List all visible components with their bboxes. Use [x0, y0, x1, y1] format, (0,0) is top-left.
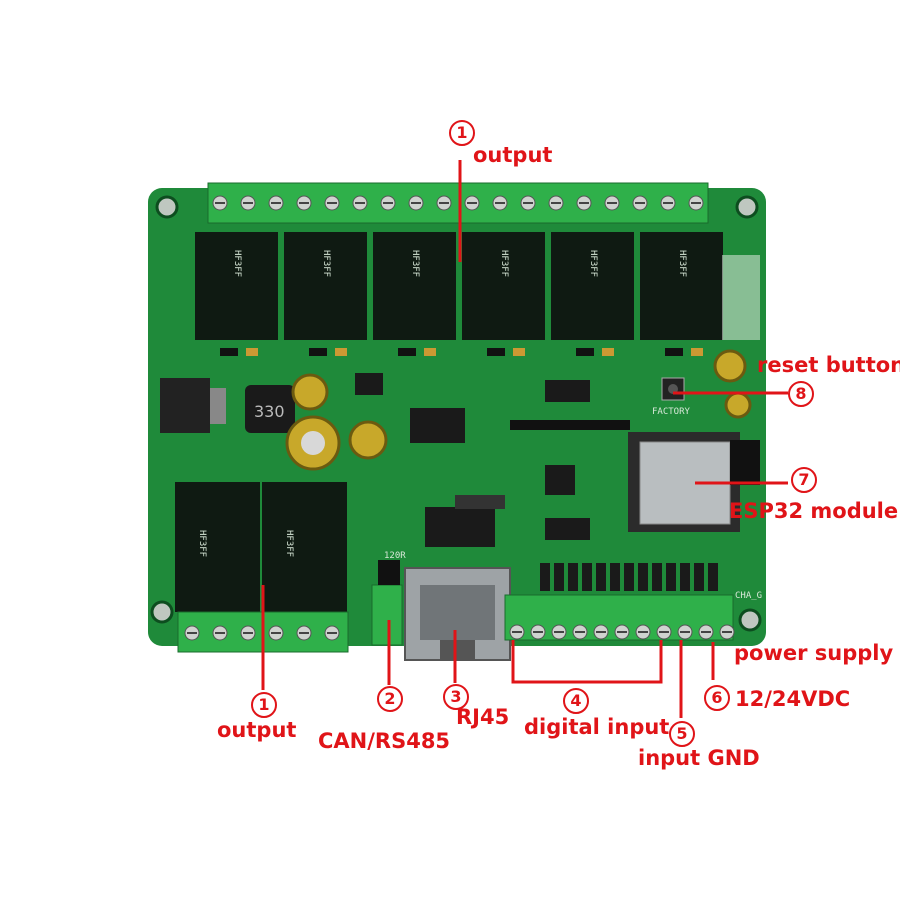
mounting-hole	[735, 195, 759, 219]
led	[576, 348, 594, 356]
label-esp32-module: ESP32 module	[729, 499, 899, 523]
label-digital-input: digital input	[524, 715, 670, 739]
top-terminal-block	[207, 182, 709, 224]
led	[309, 348, 327, 356]
callout-number-4: 4	[563, 688, 589, 714]
mounting-hole	[150, 600, 174, 624]
label-rj45: RJ45	[456, 705, 510, 729]
relay	[284, 232, 367, 340]
relay-marking: HF3FF	[321, 250, 331, 277]
resistor	[691, 348, 703, 356]
diode	[624, 563, 634, 591]
diode	[540, 563, 550, 591]
diode	[652, 563, 662, 591]
label-output-top: output	[473, 143, 553, 167]
diode	[638, 563, 648, 591]
led	[665, 348, 683, 356]
resistor	[246, 348, 258, 356]
mounting-hole	[155, 195, 179, 219]
callout-number-7: 7	[791, 467, 817, 493]
callout-number-8: 8	[788, 381, 814, 407]
resistor	[424, 348, 436, 356]
relay	[551, 232, 634, 340]
diode	[554, 563, 564, 591]
diode	[666, 563, 676, 591]
resistor	[602, 348, 614, 356]
relay-marking: HF3FF	[410, 250, 420, 277]
relay	[195, 232, 278, 340]
label-voltage: 12/24VDC	[735, 687, 851, 711]
relay-marking: HF3FF	[232, 250, 242, 277]
led	[220, 348, 238, 356]
callout-number-1-top: 1	[449, 120, 475, 146]
ic-chip	[545, 380, 590, 402]
diode-row	[540, 563, 718, 591]
input-terminal: CHA_G	[504, 591, 762, 641]
callout-number-3: 3	[443, 684, 469, 710]
diode	[694, 563, 704, 591]
led	[398, 348, 416, 356]
capacitor	[713, 349, 747, 383]
label-reset-button: reset button	[757, 353, 900, 377]
resistor	[335, 348, 347, 356]
factory-marking: FACTORY	[652, 407, 691, 417]
callout-number-1-bottom: 1	[251, 692, 277, 718]
resistor	[513, 348, 525, 356]
callout-number-5: 5	[669, 721, 695, 747]
relay	[640, 232, 723, 340]
label-can-rs485: CAN/RS485	[318, 729, 451, 753]
can-rs485-terminal: 120R	[371, 551, 406, 646]
callout-number-6: 6	[704, 685, 730, 711]
relay	[462, 232, 545, 340]
diode	[582, 563, 592, 591]
output-relays-bottom: HF3FF HF3FF	[175, 482, 347, 612]
inductor	[245, 385, 295, 433]
inductor-marking: 330	[254, 402, 285, 421]
ic-chip	[545, 465, 575, 495]
voltage-regulator	[160, 378, 210, 433]
mounting-hole	[738, 608, 762, 632]
ic-chip	[410, 408, 465, 443]
ic-chip	[545, 518, 590, 540]
capacitor	[724, 391, 752, 419]
capacitor	[291, 373, 329, 411]
label-power-supply: power supply	[734, 641, 894, 665]
svg-text:HF3FF: HF3FF	[197, 530, 207, 557]
diode	[680, 563, 690, 591]
pin-header	[510, 420, 630, 430]
relay-marking: HF3FF	[677, 250, 687, 277]
led-row	[220, 348, 703, 356]
capacitor	[348, 420, 388, 460]
label-input-gnd: input GND	[638, 746, 760, 770]
label-output-bottom: output	[217, 718, 297, 742]
svg-text:120R: 120R	[384, 551, 406, 561]
led	[487, 348, 505, 356]
diode	[568, 563, 578, 591]
svg-text:CHA_G: CHA_G	[735, 591, 762, 601]
relay	[373, 232, 456, 340]
output-relays-top: HF3FF HF3FF HF3FF HF3FF HF3FF HF3FF	[195, 232, 723, 340]
annotation-lines	[261, 160, 788, 718]
diode	[596, 563, 606, 591]
relay-marking: HF3FF	[499, 250, 509, 277]
callout-number-2: 2	[377, 686, 403, 712]
ethernet-transformer	[425, 507, 495, 547]
relay-marking: HF3FF	[588, 250, 598, 277]
svg-text:HF3FF: HF3FF	[284, 530, 294, 557]
rj45-port[interactable]	[404, 567, 511, 661]
diode	[708, 563, 718, 591]
diode	[610, 563, 620, 591]
